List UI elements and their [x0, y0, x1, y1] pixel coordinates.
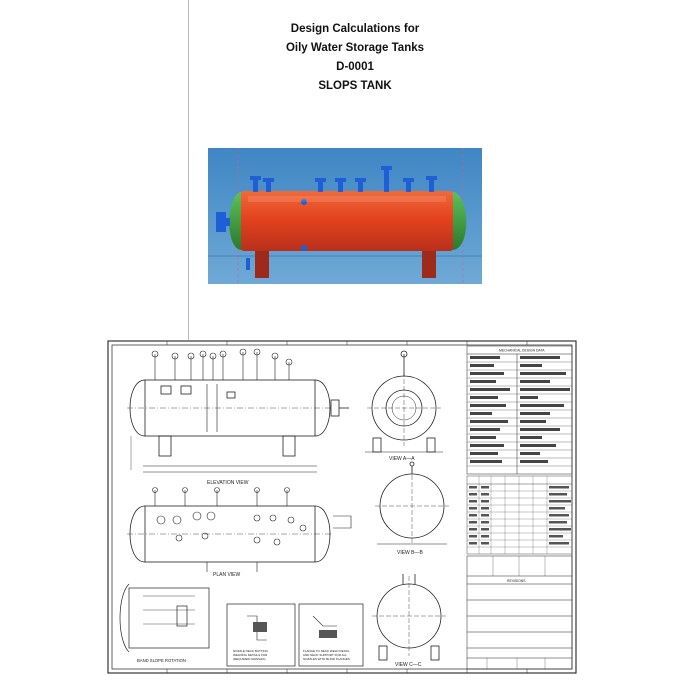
- view-a-label: VIEW A—A: [389, 456, 415, 462]
- page-divider-line: [188, 0, 189, 340]
- design-data-header: MECHANICAL DESIGN DATA: [499, 349, 545, 353]
- band-slope-detail: [119, 583, 210, 653]
- top-nozzles: [250, 166, 437, 192]
- svg-text:WELDING DETAILS FOR: WELDING DETAILS FOR: [233, 653, 268, 657]
- elevation-view-label: ELEVATION VIEW: [207, 480, 249, 486]
- tank-heads: [229, 192, 467, 250]
- svg-text:(REQUIRED NOZZLES): (REQUIRED NOZZLES): [233, 657, 266, 661]
- view-c-label: VIEW C—C: [395, 662, 422, 668]
- nozzle-schedule-table: [466, 475, 573, 555]
- design-data-table: [466, 345, 573, 475]
- engineering-drawing: ELEVATION VIEW PLAN VIEW: [107, 340, 577, 674]
- elevation-view: [127, 348, 349, 473]
- plan-view-label: PLAN VIEW: [213, 572, 241, 578]
- svg-text:NOZZLES WITH BLIND FLANGES: NOZZLES WITH BLIND FLANGES: [303, 657, 350, 661]
- view-b-label: VIEW B—B: [397, 550, 424, 556]
- svg-text:AND NECK SUPPORT FOR ALL: AND NECK SUPPORT FOR ALL: [303, 653, 347, 657]
- title-line-2: Oily Water Storage Tanks: [285, 42, 425, 54]
- document-title: Design Calculations for Oily Water Stora…: [190, 20, 520, 96]
- band-slope-label: BAND SLOPE ROTATION: [137, 658, 186, 663]
- svg-text:NOZZLE NECK BUTTING: NOZZLE NECK BUTTING: [233, 649, 269, 653]
- title-line-1: Design Calculations for: [290, 23, 420, 35]
- svg-text:FLANGE TO NECK WELD DETAIL: FLANGE TO NECK WELD DETAIL: [303, 649, 350, 653]
- title-line-4: SLOPS TANK: [318, 80, 392, 92]
- detail-boxes: [226, 603, 364, 667]
- view-b-section: [375, 461, 449, 545]
- revisions-label: REVISIONS: [507, 579, 526, 583]
- tank-3d-render: [208, 148, 482, 284]
- title-block-table: [466, 555, 573, 670]
- view-a-section: [365, 350, 443, 453]
- title-line-3: D-0001: [336, 61, 374, 73]
- view-c-section: [372, 574, 446, 661]
- plan-view: [127, 487, 352, 572]
- tank-shell: [241, 191, 453, 251]
